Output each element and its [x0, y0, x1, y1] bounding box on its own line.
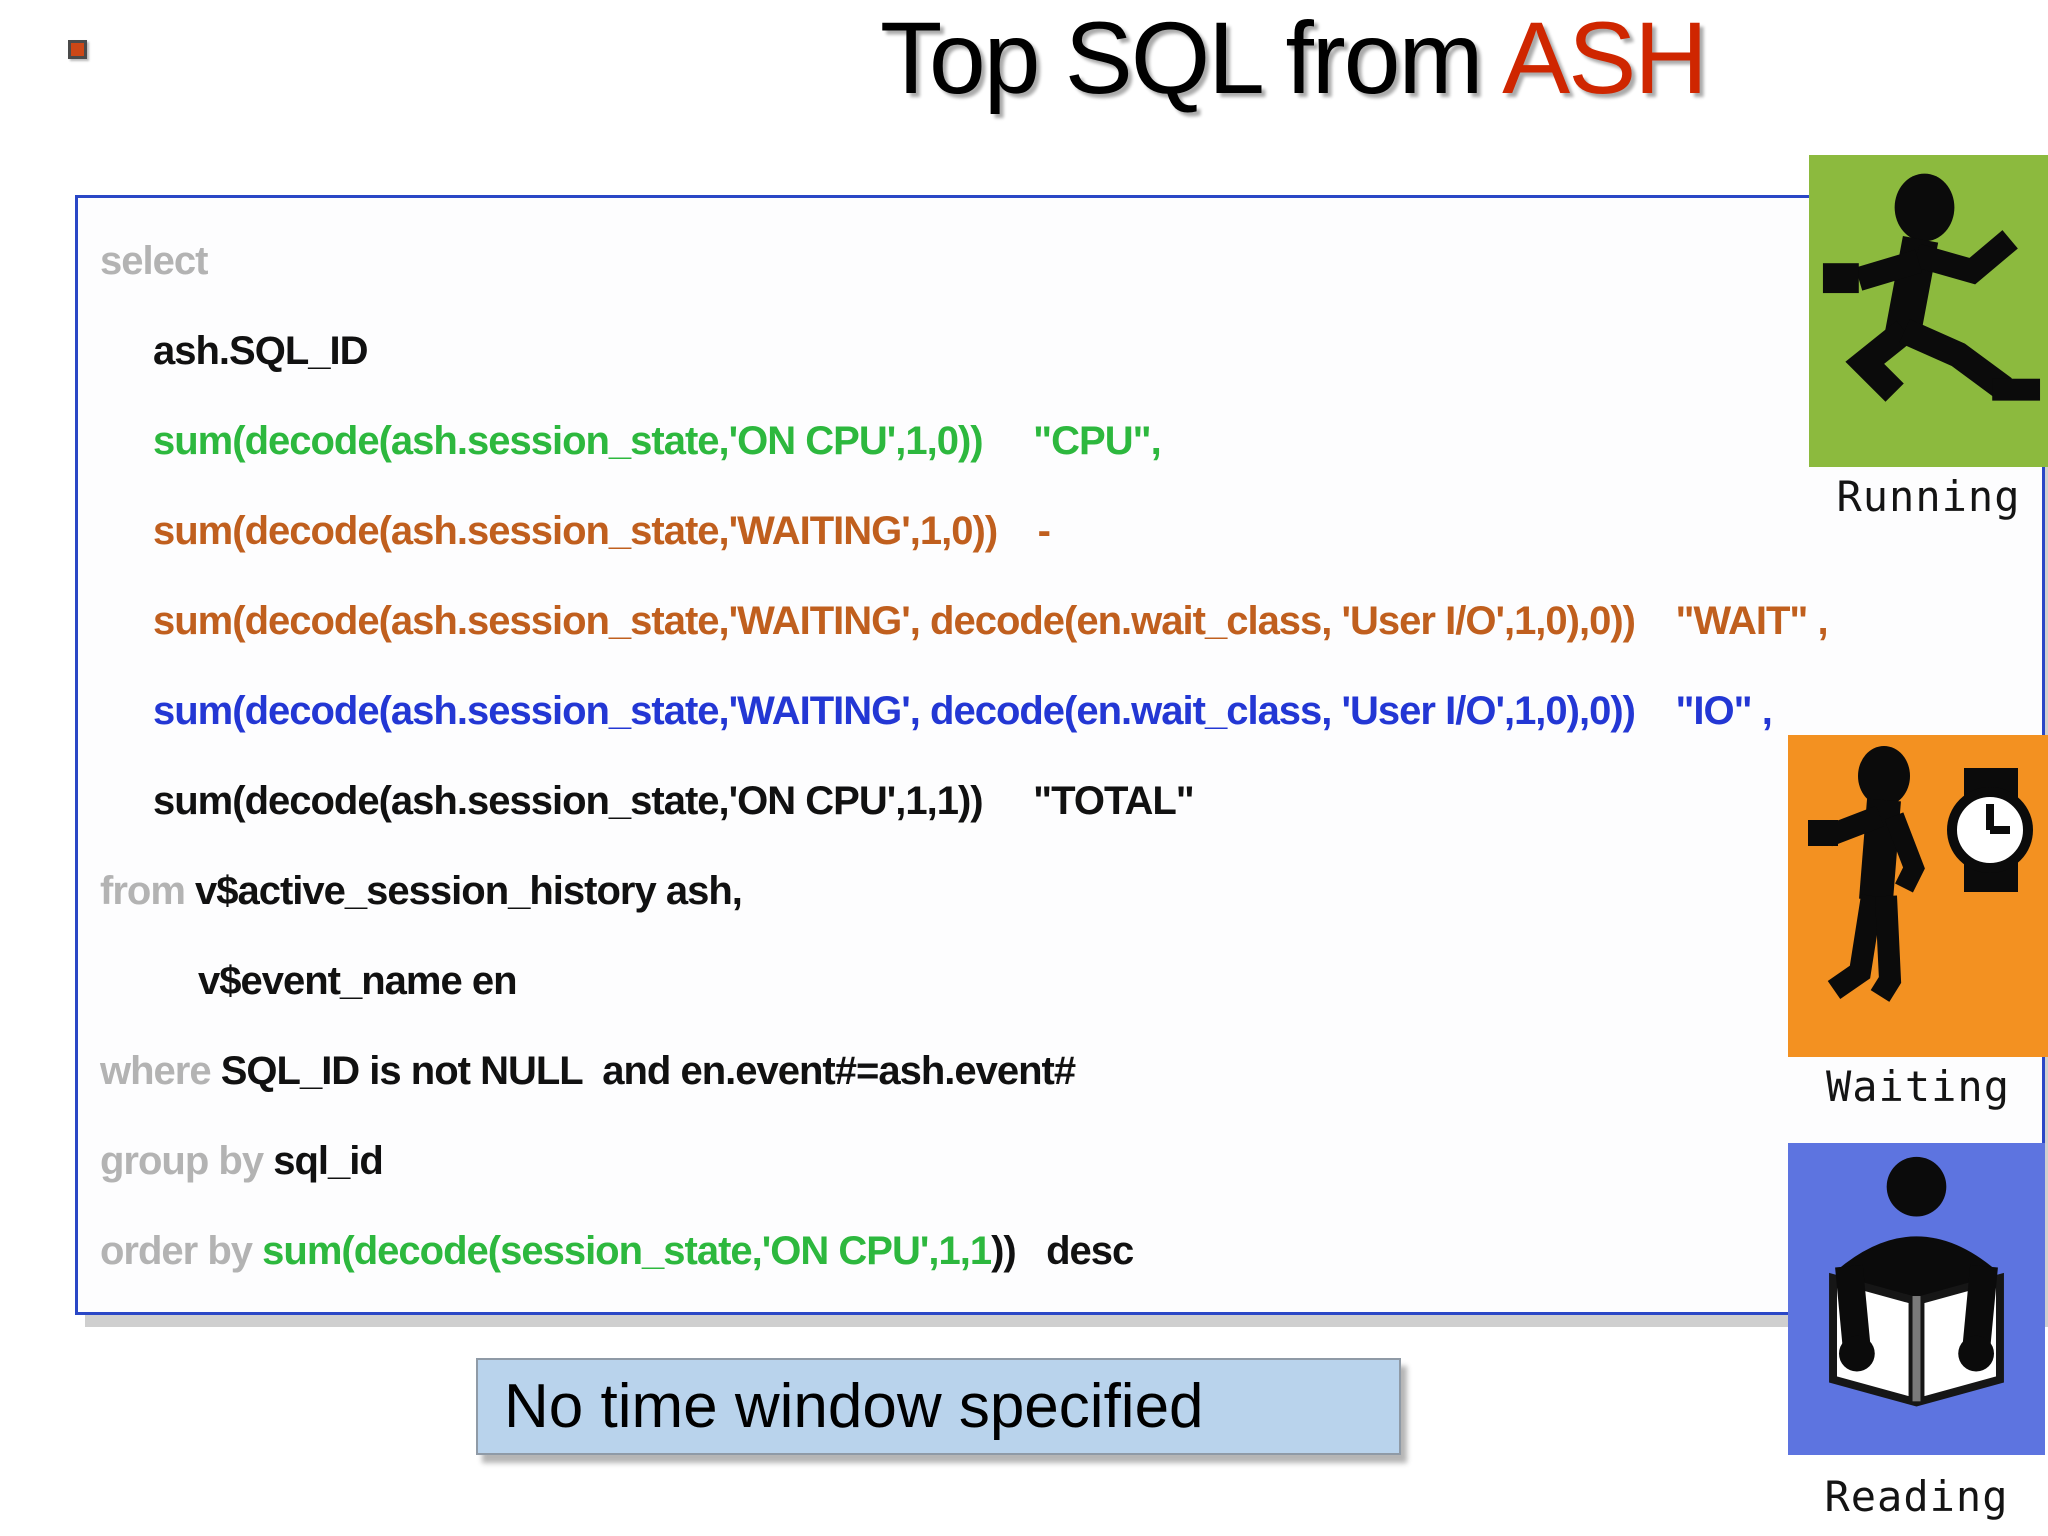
code-line: select	[100, 239, 208, 283]
code-line: sum(decode(ash.session_state,'WAITING', …	[153, 599, 1829, 643]
waiting-icon	[1788, 735, 2048, 1057]
waiting-label: Waiting	[1825, 1062, 2010, 1111]
code-line: group by sql_id	[100, 1139, 384, 1183]
code-line: where SQL_ID is not NULL and en.event#=a…	[100, 1049, 1076, 1093]
title-highlight: ASH	[1502, 1, 1708, 115]
slide-bullet-icon	[68, 40, 87, 59]
running-icon	[1809, 155, 2048, 467]
code-line: order by sum(decode(session_state,'ON CP…	[100, 1229, 1134, 1273]
running-label: Running	[1836, 472, 2021, 521]
note-box: No time window specified	[476, 1358, 1401, 1455]
code-line: from v$active_session_history ash,	[100, 869, 743, 913]
running-man-pictogram	[1822, 173, 2041, 402]
reading-icon	[1788, 1143, 2045, 1455]
title-prefix: Top SQL from	[880, 1, 1503, 115]
code-line: sum(decode(ash.session_state,'WAITING', …	[153, 689, 1773, 733]
reading-label: Reading	[1824, 1472, 2009, 1521]
code-line: v$event_name en	[198, 959, 518, 1003]
code-line: sum(decode(ash.session_state,'ON CPU',1,…	[153, 779, 1195, 823]
note-text: No time window specified	[504, 1372, 1204, 1441]
sql-code: select ash.SQL_ID sum(decode(ash.session_s…	[78, 198, 2042, 1296]
waiting-man-pictogram	[1808, 746, 2033, 1002]
code-line: sum(decode(ash.session_state,'ON CPU',1,…	[153, 419, 1162, 463]
sql-code-box: select ash.SQL_ID sum(decode(ash.session_s…	[75, 195, 2045, 1315]
code-line: sum(decode(ash.session_state,'WAITING',1…	[153, 509, 1051, 553]
page-title: Top SQL from ASH	[880, 0, 1708, 117]
code-line: ash.SQL_ID	[153, 329, 369, 373]
reading-man-pictogram	[1829, 1156, 2004, 1407]
